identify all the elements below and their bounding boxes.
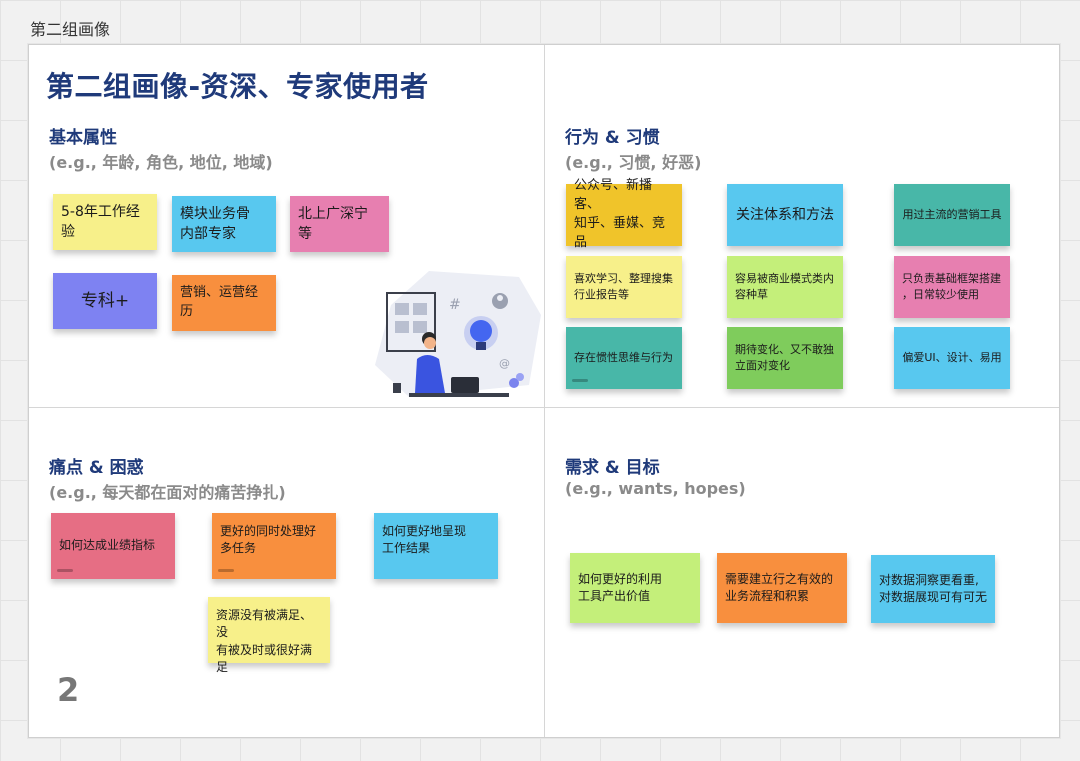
sticky-note-text: 只负责基础框架搭建 ，日常较少使用 [902,272,1001,301]
sticky-note-text: 喜欢学习、整理搜集 行业报告等 [574,272,673,301]
note-mark [572,379,588,382]
sticky-note[interactable]: 如何达成业绩指标 [51,513,175,579]
sticky-note[interactable]: 5-8年工作经验 [53,194,157,250]
sticky-note-text: 用过主流的营销工具 [902,208,1002,222]
sticky-note-text: 容易被商业模式类内 容种草 [735,272,834,301]
behavior-title[interactable]: 行为 & 习惯 [565,128,660,148]
sticky-note-text: 存在惯性思维与行为 [574,351,673,365]
sticky-note-text: 如何更好的利用 工具产出价值 [578,571,663,603]
sticky-note[interactable]: 喜欢学习、整理搜集 行业报告等 [566,256,682,318]
sticky-note[interactable]: 容易被商业模式类内 容种草 [727,256,843,318]
pain-subtitle[interactable]: (e.g., 每天都在面对的痛苦挣扎) [49,483,286,502]
sticky-note[interactable]: 对数据洞察更看重, 对数据展现可有可无 [871,555,995,623]
sticky-note[interactable]: 公众号、新播客、 知乎、垂媒、竞品 [566,178,682,250]
sticky-note-text: 如何达成业绩指标 [59,538,156,553]
behavior-subtitle[interactable]: (e.g., 习惯, 好恶) [565,153,702,172]
sticky-note-text: 关注体系和方法 [736,206,834,223]
sticky-note-text: 专科+ [80,290,130,311]
sticky-note[interactable]: 存在惯性思维与行为 [566,327,682,389]
sticky-note[interactable]: 期待变化、又不敢独 立面对变化 [727,327,843,389]
attributes-title[interactable]: 基本属性 [49,128,117,148]
person-at-laptop-illustration: # @ [375,271,541,397]
sticky-note[interactable]: 用过主流的营销工具 [894,184,1010,246]
persona-board[interactable]: 第二组画像-资深、专家使用者 基本属性 (e.g., 年龄, 角色, 地位, 地… [28,44,1060,738]
sticky-note[interactable]: 资源没有被满足、没 有被及时或很好满足 [208,597,330,674]
note-mark [218,569,234,572]
sticky-note-text: 偏爱UI、设计、易用 [902,351,1002,365]
sticky-note[interactable]: 关注体系和方法 [727,184,843,246]
sticky-note-text: 资源没有被满足、没 有被及时或很好满足 [216,608,313,675]
quadrant-divider-vertical [544,45,545,737]
frame-label[interactable]: 第二组画像 [30,20,111,39]
sticky-note-text: 更好的同时处理好 多任务 [220,524,317,556]
sticky-note-text: 5-8年工作经验 [61,203,140,240]
svg-text:#: # [449,297,461,313]
sticky-note-text: 营销、运营经历 [180,285,259,319]
attributes-subtitle[interactable]: (e.g., 年龄, 角色, 地位, 地域) [49,153,273,172]
sticky-note[interactable]: 只负责基础框架搭建 ，日常较少使用 [894,256,1010,318]
sticky-note[interactable]: 模块业务骨 内部专家 [172,196,276,252]
sticky-note[interactable]: 需要建立行之有效的 业务流程和积累 [717,553,847,623]
sticky-note-text: 如何更好地呈现 工作结果 [382,524,467,556]
sticky-note-text: 对数据洞察更看重, 对数据展现可有可无 [879,572,988,604]
sticky-note[interactable]: 如何更好的利用 工具产出价值 [570,553,700,623]
page-number: 2 [57,671,80,709]
sticky-note-text: 需要建立行之有效的 业务流程和积累 [725,571,834,603]
needs-title[interactable]: 需求 & 目标 [565,458,660,478]
quadrant-divider-horizontal [29,407,1059,408]
sticky-note-text: 北上广深宁等 [298,205,368,242]
sticky-note[interactable]: 营销、运营经历 [172,275,276,331]
note-mark [57,569,73,572]
pain-title[interactable]: 痛点 & 困惑 [49,458,144,478]
svg-text:@: @ [499,357,510,370]
sticky-note-text: 公众号、新播客、 知乎、垂媒、竞品 [574,178,666,250]
sticky-note[interactable]: 如何更好地呈现 工作结果 [374,513,498,579]
sticky-note[interactable]: 专科+ [53,273,157,329]
board-title[interactable]: 第二组画像-资深、专家使用者 [46,70,429,103]
sticky-note-text: 模块业务骨 内部专家 [180,205,250,242]
needs-subtitle[interactable]: (e.g., wants, hopes) [565,479,746,498]
sticky-note-text: 期待变化、又不敢独 立面对变化 [735,343,834,372]
sticky-note[interactable]: 北上广深宁等 [290,196,389,252]
sticky-note[interactable]: 偏爱UI、设计、易用 [894,327,1010,389]
sticky-note[interactable]: 更好的同时处理好 多任务 [212,513,336,579]
